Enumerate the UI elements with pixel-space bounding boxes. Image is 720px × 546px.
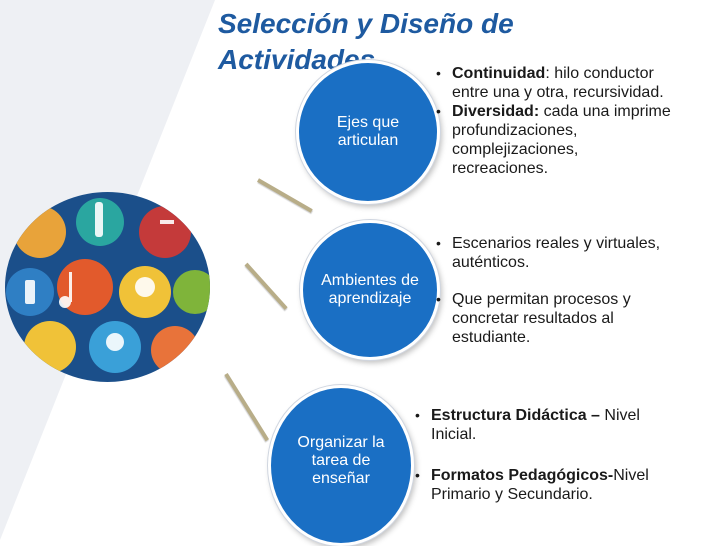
list-item: Escenarios reales y virtuales, auténtico…	[436, 234, 676, 272]
organizar-bullet-list: Estructura Didáctica – Nivel Inicial. Fo…	[415, 406, 655, 504]
ambientes-circle: Ambientes de aprendizaje	[300, 220, 440, 360]
list-item: Que permitan procesos y concretar result…	[436, 290, 676, 347]
list-item: Diversidad: cada una imprime profundizac…	[436, 102, 676, 178]
arts-icons-image	[6, 198, 210, 374]
ambientes-bullet-list: Escenarios reales y virtuales, auténtico…	[436, 234, 676, 347]
list-item: Continuidad: hilo conductor entre una y …	[436, 64, 676, 102]
organizar-label: Organizar la tarea de enseñar	[297, 433, 385, 487]
connector-line	[244, 262, 288, 310]
list-item: Formatos Pedagógicos-Nivel Primario y Se…	[415, 466, 655, 504]
organizar-circle: Organizar la tarea de enseñar	[268, 385, 414, 546]
ejes-label: Ejes que articulan	[336, 114, 400, 149]
ambientes-label: Ambientes de aprendizaje	[321, 272, 419, 307]
list-item: Estructura Didáctica – Nivel Inicial.	[415, 406, 655, 444]
ejes-circle: Ejes que articulan	[296, 60, 440, 204]
arts-illustration	[5, 192, 210, 382]
ejes-bullet-list: Continuidad: hilo conductor entre una y …	[436, 64, 676, 178]
connector-line	[257, 178, 313, 213]
connector-line	[224, 372, 270, 442]
